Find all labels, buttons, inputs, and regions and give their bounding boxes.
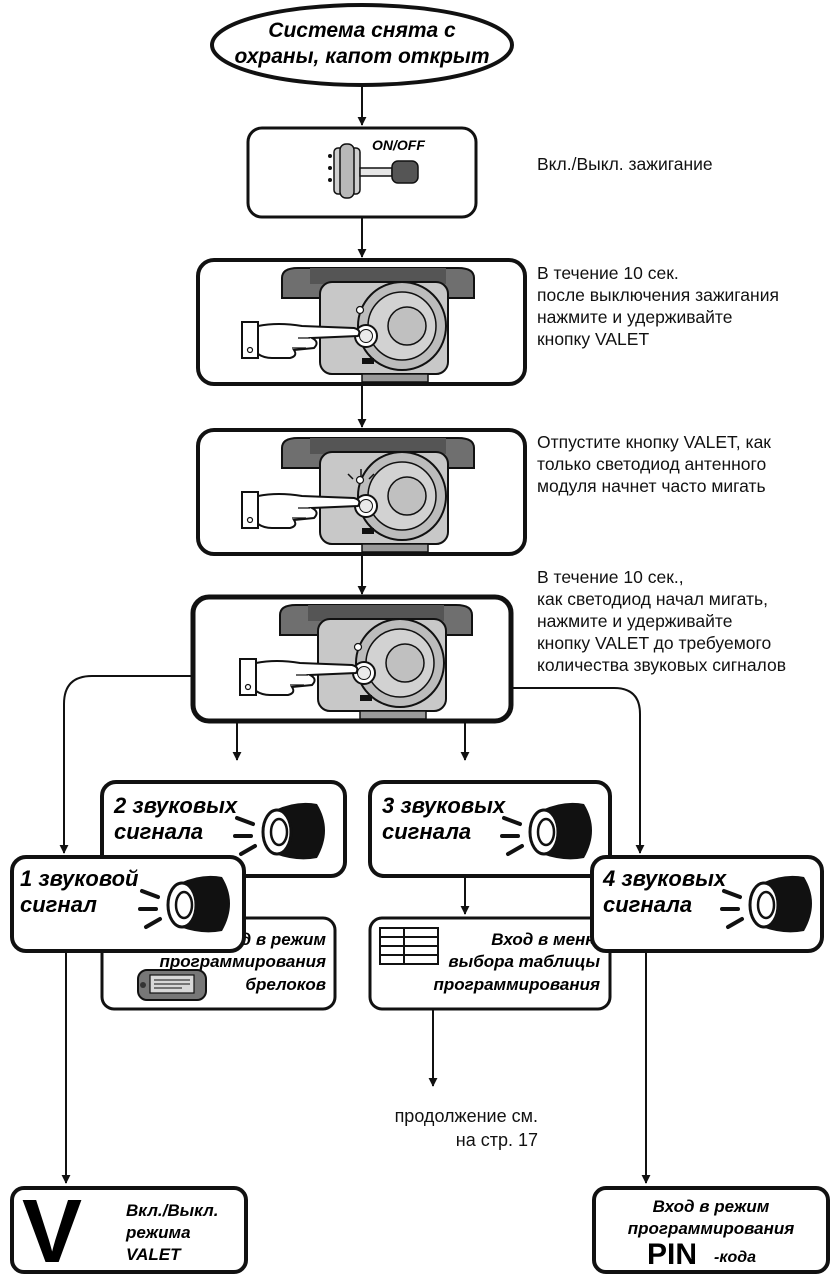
pin-big: PIN (647, 1238, 697, 1271)
arrow-to-signal-4 (511, 687, 645, 854)
valet-letter: V (22, 1182, 82, 1279)
key-fob-icon (137, 969, 207, 1001)
valet-line2: режима (125, 1223, 191, 1242)
led-blink-icon (347, 469, 375, 480)
signal-4-line1: 4 звуковых (602, 866, 727, 891)
step-hold-valet-text: В течение 10 сек., как светодиод начал м… (537, 567, 786, 675)
continuation-text: продолжение см. на стр. 17 (394, 1106, 538, 1150)
valet-mode-box (10, 1186, 248, 1274)
arrow-to-signal-1 (59, 675, 193, 854)
ignition-key-icon (328, 143, 419, 199)
menu-line2: выбора таблицы (448, 952, 600, 971)
signal-3-line2: сигнала (382, 819, 471, 844)
start-line2: охраны, капот открыт (234, 45, 489, 68)
pin-suffix: -кода (714, 1249, 756, 1266)
start-line1: Система снята с (268, 19, 456, 42)
pin-line2: программирования (628, 1219, 795, 1238)
table-icon (379, 927, 439, 965)
signal-3-line1: 3 звуковых (382, 793, 506, 818)
menu-line3: программирования (433, 975, 600, 994)
step-press-valet-text: В течение 10 сек. после выключения зажиг… (537, 263, 779, 349)
step-ignition-text: Вкл./Выкл. зажигание (537, 154, 713, 174)
valet-line1: Вкл./Выкл. (126, 1201, 218, 1220)
pin-line1: Вход в режим (653, 1197, 770, 1216)
fobs-line2: программирования (159, 952, 326, 971)
signal-2-line1: 2 звуковых (113, 793, 238, 818)
signal-4-line2: сигнала (603, 892, 692, 917)
ignition-on-off-label: ON/OFF (372, 137, 425, 153)
signal-1-line2: сигнал (20, 892, 97, 917)
pin-mode-box (592, 1186, 830, 1274)
fobs-line3: брелоков (245, 975, 326, 994)
valet-line3: VALET (126, 1245, 182, 1264)
menu-line1: Вход в меню (491, 930, 600, 949)
signal-1-line1: 1 звуковой (20, 866, 139, 891)
step-release-valet-text: Отпустите кнопку VALET, как только свето… (537, 432, 771, 496)
signal-2-line2: сигнала (114, 819, 203, 844)
